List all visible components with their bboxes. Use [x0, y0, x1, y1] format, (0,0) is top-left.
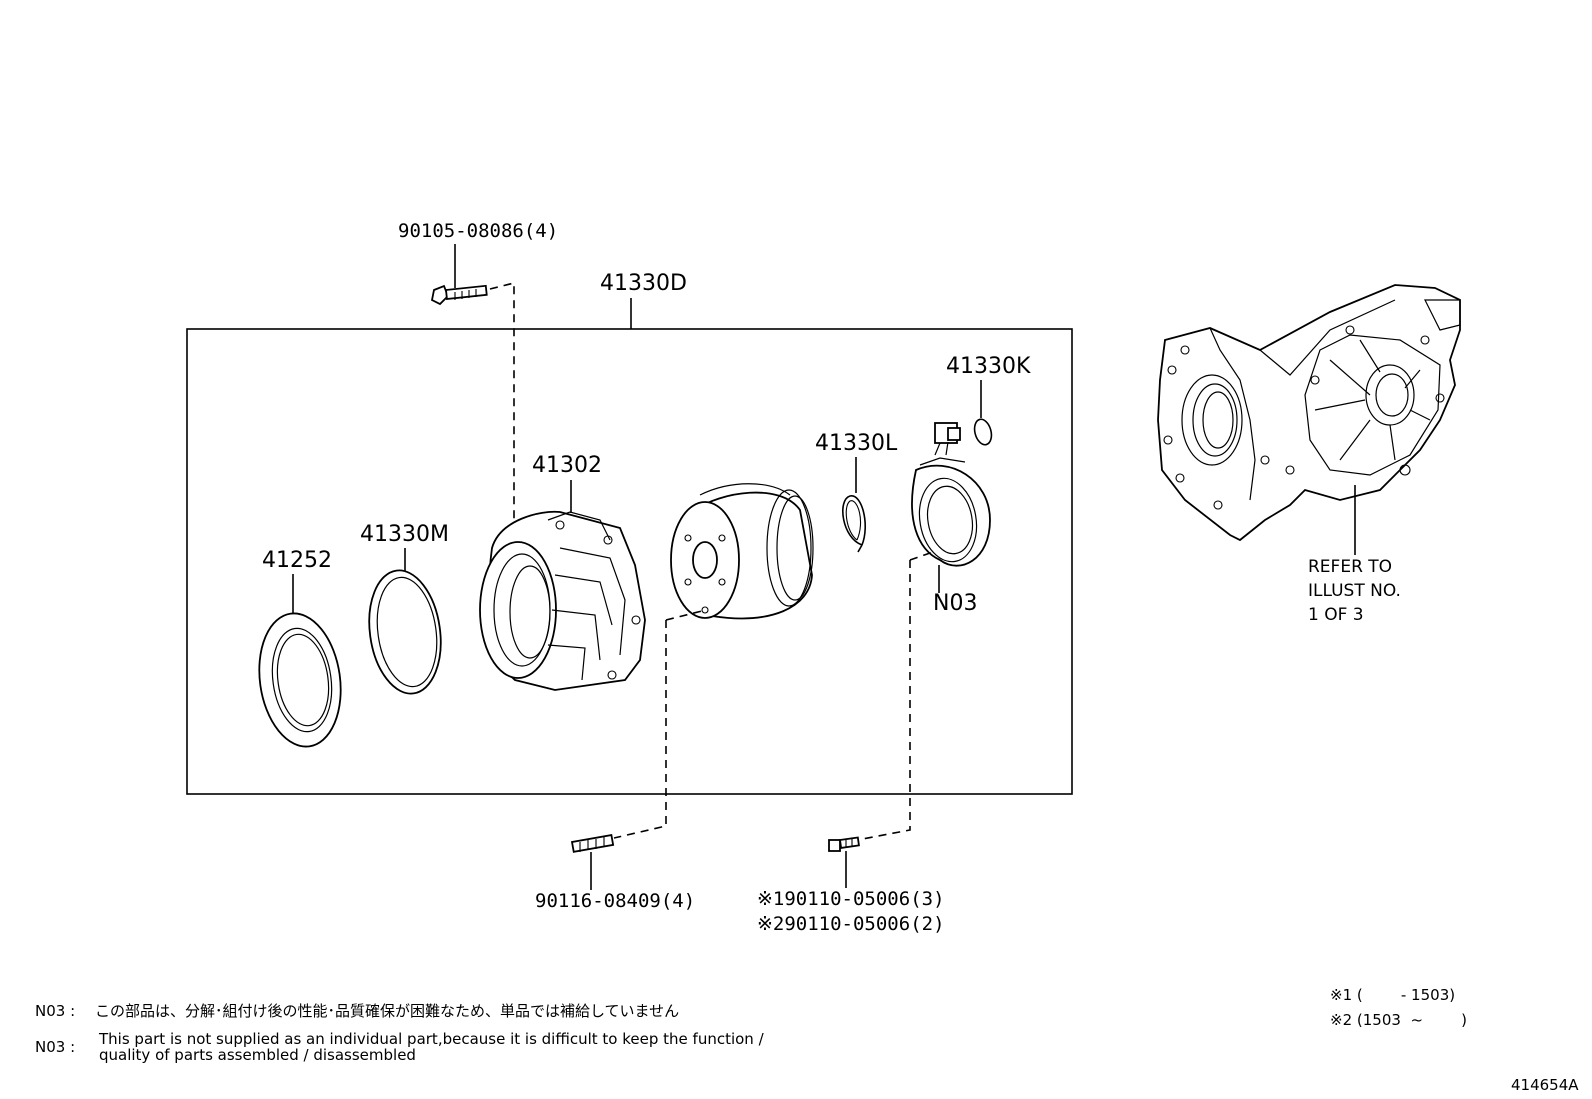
- refer-line-1: REFER TO: [1308, 557, 1392, 577]
- label-41330m[interactable]: 41330M: [360, 522, 449, 547]
- stud-icon: [570, 834, 615, 890]
- footnote-jp: この部品は、分解･組付け後の性能･品質確保が困難なため、単品では補給していません: [95, 1002, 679, 1020]
- legend-2: ※2 (1503 ~ ): [1330, 1011, 1467, 1029]
- refer-line-2: ILLUST NO.: [1308, 581, 1401, 601]
- footnote-en-line2: quality of parts assembled / disassemble…: [99, 1046, 416, 1064]
- n03-bolt-leader-a: [909, 550, 937, 561]
- label-41302[interactable]: 41302: [532, 453, 602, 478]
- oil-seal-41252: [258, 574, 342, 748]
- label-41330l[interactable]: 41330L: [815, 431, 898, 456]
- label-bolt-1[interactable]: ※190110-05006(3): [757, 888, 945, 910]
- differential-housing-illustration: [1157, 284, 1461, 555]
- illustration-id: 414654A: [1511, 1076, 1579, 1094]
- stud-leader-b: [613, 620, 667, 839]
- seal-ring-41330m: [368, 548, 442, 695]
- o-ring-41330k: [973, 380, 993, 446]
- label-assembly[interactable]: 41330D: [600, 271, 687, 296]
- footnote-code-jp: N03 :: [35, 1002, 75, 1020]
- label-stud[interactable]: 90116-08409(4): [535, 890, 695, 912]
- transfer-case-41302: [479, 480, 646, 691]
- bolt-top-leader: [489, 281, 544, 537]
- label-bolt-top[interactable]: 90105-08086(4): [398, 220, 558, 242]
- assembly-box: [186, 328, 1073, 795]
- footnote-code-en: N03 :: [35, 1038, 75, 1056]
- label-n03[interactable]: N03: [933, 591, 977, 616]
- legend-1: ※1 ( - 1503): [1330, 986, 1455, 1004]
- bolt-small-icon: [828, 836, 860, 888]
- n03-bolt-leader-b: [856, 560, 911, 841]
- label-41330k[interactable]: 41330K: [946, 354, 1031, 379]
- refer-line-3: 1 OF 3: [1308, 605, 1364, 625]
- label-41252[interactable]: 41252: [262, 548, 332, 573]
- bolt-top-icon: [430, 244, 488, 306]
- stud-leader-a: [665, 609, 707, 621]
- actuator-cover-n03: [911, 422, 991, 593]
- snap-ring-41330l: [842, 457, 866, 553]
- clutch-drum: [670, 483, 814, 620]
- label-bolt-2[interactable]: ※290110-05006(2): [757, 913, 945, 935]
- footnote-en-line1: This part is not supplied as an individu…: [98, 1030, 765, 1048]
